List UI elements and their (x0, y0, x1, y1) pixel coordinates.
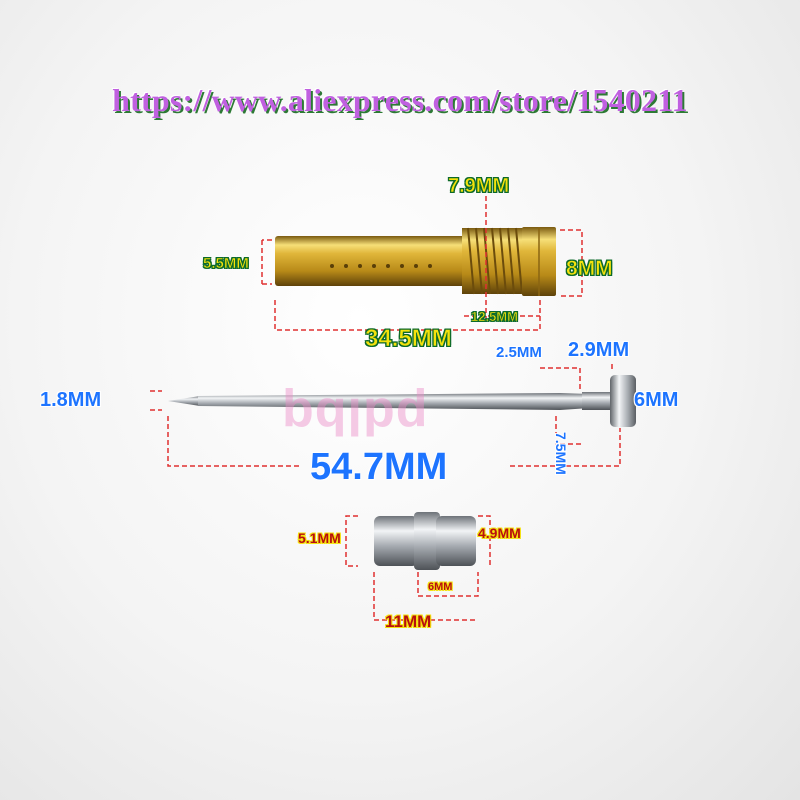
main-jet-tube (275, 236, 465, 286)
label-needle-shaft: 2.5MM (496, 344, 542, 361)
label-head-width: 2.9MM (568, 339, 630, 361)
label-bushing-section: 6MM (428, 581, 453, 593)
label-bushing-diameter-right: 4.9MM (478, 525, 521, 541)
label-jet-length: 34.5MM (365, 325, 452, 352)
label-bushing-length: 11MM (385, 612, 432, 631)
needle-tip (168, 396, 200, 406)
watermark-text: pdlbq (282, 387, 429, 445)
main-jet (275, 227, 556, 296)
label-bushing-diameter-left: 5.1MM (298, 530, 341, 546)
label-body-diameter: 5.5MM (203, 255, 249, 272)
bushing-left (374, 516, 418, 566)
bushing (374, 512, 476, 570)
needle-collar (582, 392, 616, 410)
label-thread-length: 12.5MM (471, 309, 519, 324)
label-needle-tip: 1.8MM (40, 389, 102, 411)
needle (168, 375, 636, 427)
main-jet-holes (330, 264, 432, 268)
label-head-diameter: 6MM (634, 389, 679, 411)
bushing-dimension-lines (345, 515, 491, 621)
main-jet-dimension-lines (261, 196, 583, 331)
label-head-height: 7.5MM (553, 432, 569, 475)
label-hex-size: 8MM (566, 257, 613, 280)
label-needle-length: 54.7MM (310, 446, 448, 488)
label-thread-diameter: 7.9MM (448, 175, 510, 197)
needle-dimension-lines (150, 364, 621, 467)
needle-shaft (198, 393, 590, 410)
bushing-rim (414, 512, 440, 570)
bushing-right (436, 516, 476, 566)
store-url-banner: https://www.aliexpress.com/store/1540211 (112, 82, 688, 118)
needle-head (610, 375, 636, 427)
main-jet-thread-grooves (467, 227, 523, 295)
